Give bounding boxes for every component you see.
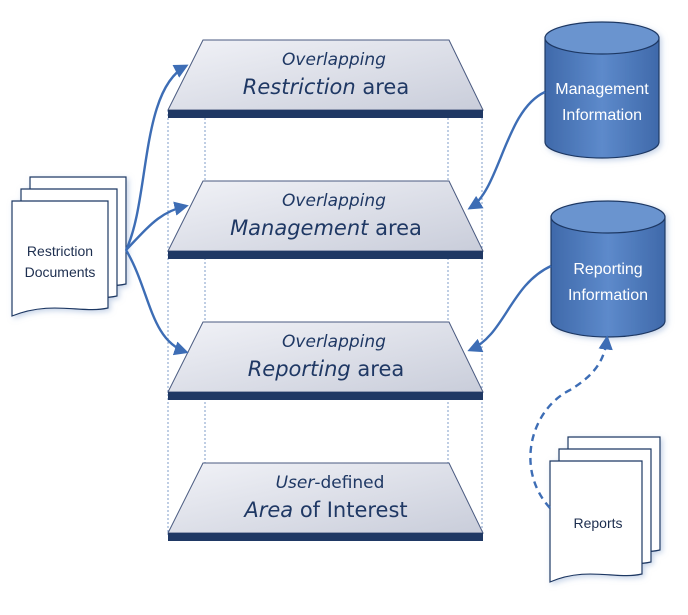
svg-text:Reporting area: Reporting area	[248, 357, 405, 381]
database-management-information[interactable]: Management Information	[544, 21, 660, 159]
plane-aoi-emphasis1: User	[276, 473, 316, 493]
svg-text:Management area: Management area	[230, 216, 422, 240]
arrow-docs-to-restriction	[124, 64, 189, 251]
svg-text:Information: Information	[562, 107, 642, 124]
plane-reporting-emphasis: Reporting	[248, 357, 351, 381]
svg-text:Restriction: Restriction	[27, 243, 93, 259]
plane-management-emphasis: Management	[230, 216, 369, 240]
svg-text:Overlapping: Overlapping	[282, 332, 386, 352]
vertical-guides	[167, 110, 483, 535]
plane-management-line1: Overlapping	[282, 191, 386, 211]
document-stack-restriction[interactable]: Restriction Documents	[11, 176, 127, 317]
database-management-line2: Information	[562, 107, 642, 124]
plane-aoi-rest1: -defined	[314, 473, 384, 493]
plane-management-edge	[168, 251, 483, 259]
database-management-body	[544, 37, 660, 159]
svg-text:Reports: Reports	[573, 515, 622, 531]
document-restriction-line1: Restriction	[27, 243, 93, 259]
document-restriction-page1	[11, 200, 109, 317]
svg-text:User-defined: User-defined	[276, 473, 385, 493]
plane-area-of-interest[interactable]: User-defined Area of Interest	[167, 462, 484, 541]
database-reporting-information[interactable]: Reporting Information	[550, 200, 666, 338]
plane-reporting-line1: Overlapping	[282, 332, 386, 352]
document-reports-line1: Reports	[573, 515, 622, 531]
plane-restriction-edge	[168, 110, 483, 118]
document-restriction-line2: Documents	[25, 264, 96, 280]
plane-restriction-line1: Overlapping	[282, 50, 386, 70]
plane-restriction-emphasis: Restriction	[243, 75, 356, 99]
plane-management[interactable]: Overlapping Management area	[167, 180, 484, 259]
plane-reporting[interactable]: Overlapping Reporting area	[167, 321, 484, 400]
svg-text:Restriction area: Restriction area	[243, 75, 409, 99]
document-stack-reports[interactable]: Reports	[549, 436, 661, 583]
database-management-top	[544, 21, 660, 55]
plane-aoi-emphasis2: Area	[242, 498, 293, 522]
plane-aoi-rest2: of Interest	[293, 498, 408, 522]
svg-text:Reporting: Reporting	[573, 261, 642, 278]
svg-text:Information: Information	[568, 287, 648, 304]
arrow-reporting-info-to-plane	[467, 264, 552, 353]
plane-restriction-rest: area	[356, 75, 410, 99]
plane-aoi-edge	[168, 533, 483, 541]
svg-text:Area of Interest: Area of Interest	[242, 498, 407, 522]
svg-text:Overlapping: Overlapping	[282, 50, 386, 70]
arrow-docs-to-reporting	[124, 249, 189, 356]
database-reporting-line1: Reporting	[573, 261, 642, 278]
connectors	[124, 64, 613, 509]
arrow-docs-to-management	[125, 201, 189, 251]
plane-management-rest: area	[368, 216, 422, 240]
svg-text:Documents: Documents	[25, 264, 96, 280]
svg-text:Overlapping: Overlapping	[282, 191, 386, 211]
database-reporting-top	[550, 200, 666, 234]
database-reporting-line2: Information	[568, 287, 648, 304]
plane-reporting-rest: area	[351, 357, 405, 381]
document-reports-page1	[549, 460, 643, 583]
plane-reporting-edge	[168, 392, 483, 400]
plane-restriction[interactable]: Overlapping Restriction area	[167, 39, 484, 118]
arrow-management-info-to-plane	[467, 90, 546, 210]
svg-text:Management: Management	[555, 81, 649, 98]
database-management-line1: Management	[555, 81, 649, 98]
arrow-reports-to-reporting-info	[529, 335, 613, 509]
